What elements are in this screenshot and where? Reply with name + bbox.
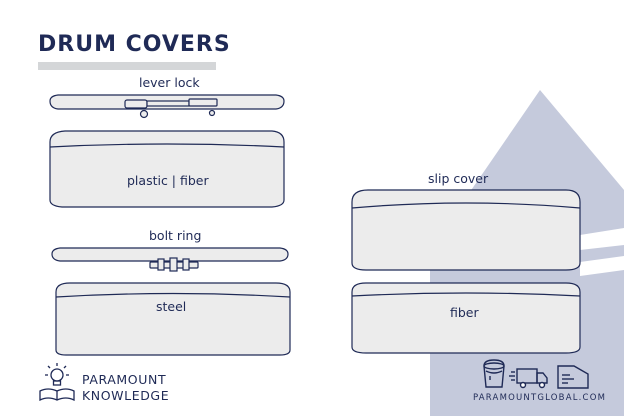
steel-label: steel: [156, 299, 187, 314]
slip-cover: [351, 189, 581, 271]
background-stripe: [580, 228, 624, 250]
brand-wordmark: PARAMOUNT KNOWLEDGE: [82, 372, 169, 404]
title-underline: [38, 62, 216, 70]
shipping-label-icon: [557, 365, 589, 389]
fiber-drum: [351, 282, 581, 354]
plastic-fiber-label: plastic | fiber: [127, 173, 209, 188]
bolt-ring: [51, 247, 289, 272]
steel-drum: [55, 282, 291, 356]
page-title: DRUM COVERS: [38, 32, 231, 57]
lightbulb-book-icon: [39, 363, 75, 402]
slip-cover-label: slip cover: [428, 171, 489, 186]
delivery-truck-icon: [509, 368, 548, 389]
brand-line-1: PARAMOUNT: [82, 372, 167, 387]
brand-url[interactable]: PARAMOUNTGLOBAL.COM: [473, 393, 607, 403]
lever-lock-ring: [49, 94, 285, 119]
brand-line-2: KNOWLEDGE: [82, 388, 170, 403]
background-stripe: [580, 256, 624, 276]
fiber-label: fiber: [450, 305, 479, 320]
plastic-fiber-drum: [49, 130, 285, 208]
paint-bucket-icon: [483, 359, 505, 388]
bolt-ring-label: bolt ring: [149, 228, 202, 243]
lever-lock-label: lever lock: [139, 75, 200, 90]
